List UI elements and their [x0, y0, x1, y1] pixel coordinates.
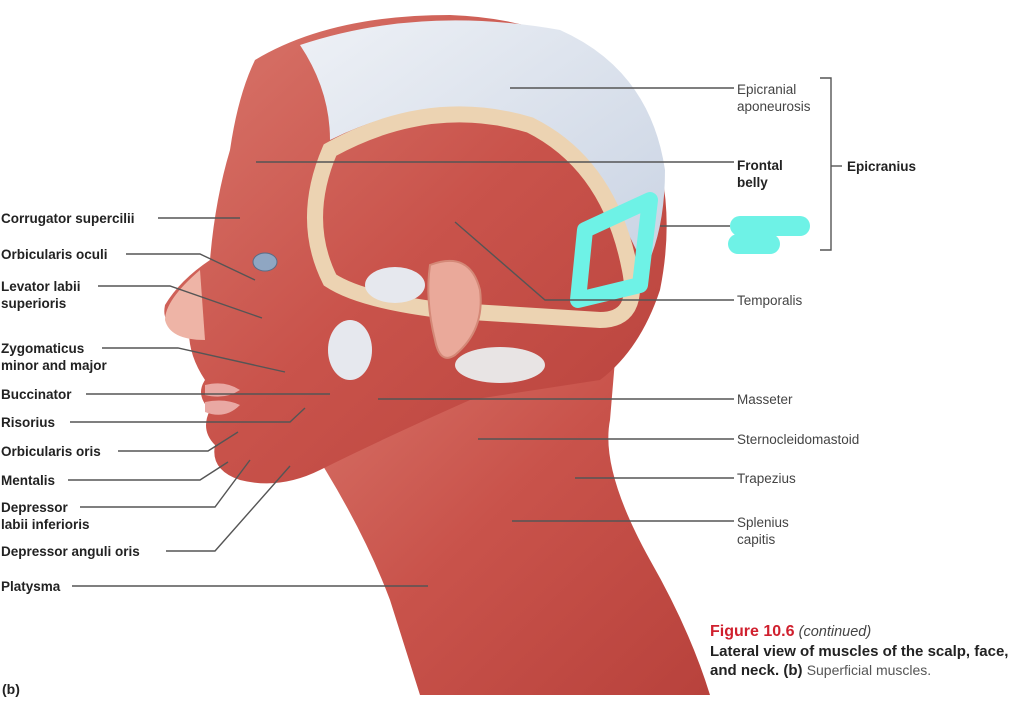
panel-label: (b)	[2, 681, 20, 697]
caption-subtitle: Superficial muscles.	[806, 662, 932, 678]
label-depressor-anguli-oris: Depressor anguli oris	[1, 544, 140, 559]
label-temporalis: Temporalis	[737, 293, 803, 308]
label-orbicularis-oris: Orbicularis oris	[1, 444, 101, 459]
label-buccinator: Buccinator	[1, 387, 72, 402]
label-sternocleidomastoid: Sternocleidomastoid	[737, 432, 860, 447]
epicranial-aponeurosis-shape	[300, 20, 665, 271]
figure-continued: (continued)	[798, 624, 872, 640]
label-risorius: Risorius	[1, 415, 56, 430]
redacted-label-bar-2	[728, 234, 780, 254]
label-trapezius: Trapezius	[737, 471, 796, 486]
figure-number: Figure 10.6	[710, 623, 795, 640]
label-orbicularis-oculi: Orbicularis oculi	[1, 247, 108, 262]
caption-title: Lateral view of muscles of the scalp, fa…	[710, 643, 1009, 679]
label-mentalis: Mentalis	[1, 473, 56, 488]
redacted-label-bar-1	[730, 216, 810, 236]
label-masseter: Masseter	[737, 392, 793, 407]
ear-shape	[427, 260, 482, 359]
eye-shape	[252, 252, 278, 272]
label-epicranius: Epicranius	[847, 159, 917, 174]
label-platysma: Platysma	[1, 579, 61, 594]
highlight-occipital-region	[570, 192, 658, 308]
label-corrugator-supercilii: Corrugator supercilii	[1, 211, 135, 226]
figure-caption: Figure 10.6 (continued) Lateral view of …	[710, 622, 1020, 680]
